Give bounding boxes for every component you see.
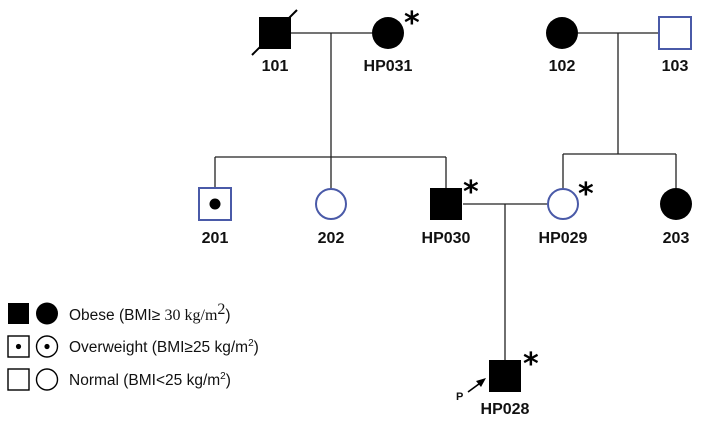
female-obese-symbol	[546, 17, 578, 49]
individual-202: 202	[315, 188, 347, 247]
asterisk-marker: *	[463, 175, 479, 210]
individual-label: 202	[318, 230, 345, 247]
pedigree-lines	[214, 32, 677, 360]
legend-female-obese-icon	[36, 302, 58, 325]
legend-label-overweight: Overweight (BMI≥25 kg/m2)	[69, 338, 259, 356]
overweight-dot	[209, 198, 221, 210]
legend-item-overweight: Overweight (BMI≥25 kg/m2)	[7, 335, 259, 358]
proband-arrow-icon	[467, 378, 486, 393]
legend-label-normal: Normal (BMI<25 kg/m2)	[69, 371, 231, 389]
individual-hp029: * HP029	[539, 177, 594, 247]
legend-female-overweight-dot	[44, 343, 50, 350]
individual-label: 103	[662, 58, 689, 75]
individual-203: 203	[660, 188, 692, 247]
asterisk-marker: *	[578, 177, 594, 212]
individual-hp031: * HP031	[364, 6, 420, 75]
asterisk-marker: *	[523, 347, 539, 382]
individual-201: 201	[198, 187, 232, 247]
legend-item-normal: Normal (BMI<25 kg/m2)	[7, 368, 231, 391]
male-obese-symbol	[489, 360, 521, 392]
female-normal-symbol	[315, 188, 347, 220]
individual-101: 101	[251, 9, 298, 75]
male-overweight-symbol	[198, 187, 232, 221]
individual-label: 203	[663, 230, 690, 247]
legend: Obese (BMI≥ 30 kg/m2) Overweight (BMI≥25…	[7, 301, 259, 391]
male-obese-symbol	[430, 188, 462, 220]
female-normal-symbol	[547, 188, 579, 220]
male-normal-symbol	[658, 16, 692, 50]
female-obese-symbol	[660, 188, 692, 220]
individual-label: 102	[549, 58, 576, 75]
individual-label: HP029	[539, 230, 588, 247]
female-obese-symbol	[372, 17, 404, 49]
legend-male-obese-icon	[8, 303, 29, 324]
individual-label: HP031	[364, 58, 413, 75]
individual-103: 103	[658, 16, 692, 75]
legend-male-overweight-dot	[15, 343, 22, 350]
individual-hp030: * HP030	[422, 175, 479, 247]
legend-label-obese: Obese (BMI≥ 30 kg/m2)	[69, 301, 231, 324]
individual-label: 201	[202, 230, 229, 247]
individual-hp028: * P HP028	[456, 347, 539, 418]
legend-male-normal-icon	[7, 368, 30, 391]
individual-label: 101	[262, 58, 289, 75]
proband-marker: P	[456, 391, 463, 403]
individual-label: HP030	[422, 230, 471, 247]
asterisk-marker: *	[404, 6, 420, 41]
deceased-slash	[251, 9, 298, 56]
legend-female-normal-icon	[35, 368, 59, 391]
individual-label: HP028	[481, 401, 530, 418]
legend-item-obese: Obese (BMI≥ 30 kg/m2)	[8, 301, 231, 325]
individual-102: 102	[546, 17, 578, 75]
